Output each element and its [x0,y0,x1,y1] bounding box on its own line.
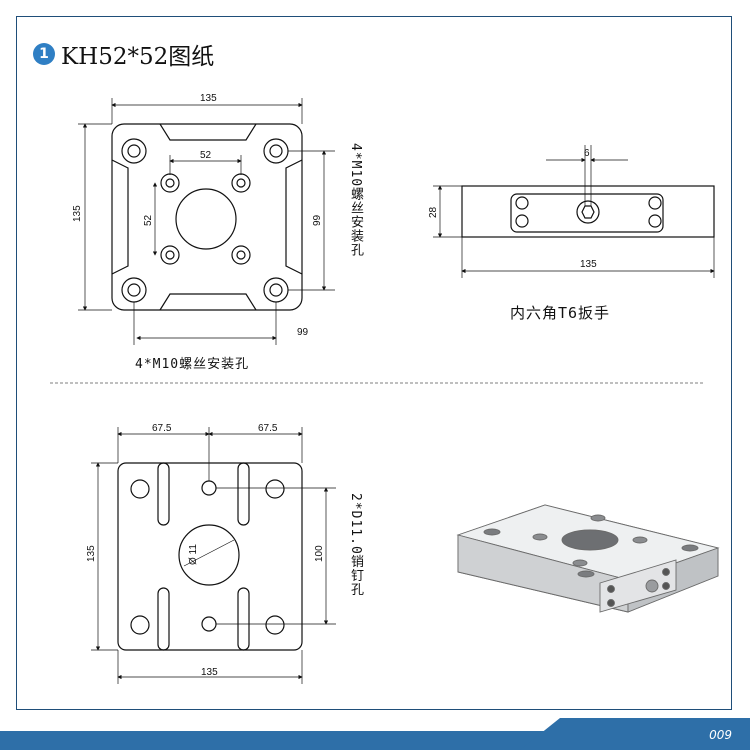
dim-thickness: 28 [428,206,439,218]
dim-inner-vertical: 52 [143,214,154,226]
side-view-plate [461,185,715,238]
dim-width-top: 135 [200,93,217,104]
caption-mount-holes-bottom: 4*M10螺丝安装孔 [135,357,250,372]
side-view-dimensions [433,145,715,278]
section-number-badge: 1 [33,43,55,65]
footer-tab [520,718,750,750]
title-block: 1 KH52*52图纸 [33,37,214,71]
top-view-dimensions [78,98,335,345]
dim-pin-spacing: 100 [314,545,325,562]
dim-height-left: 135 [72,205,83,222]
page-number: 009 [709,728,732,742]
dim-half-left: 67.5 [152,423,172,434]
dim-width-bottom: 135 [201,667,218,678]
drawing-frame [16,16,732,710]
dim-side-width: 135 [580,259,597,270]
bottom-view-dimensions [91,427,336,684]
caption-mount-holes-right: 4*M10螺丝安装孔 [348,143,363,258]
dim-slot-width: 6 [584,148,590,159]
dim-inner-horizontal: 52 [200,150,212,161]
caption-hex-wrench: 内六角T6扳手 [510,304,611,322]
dim-half-right: 67.5 [258,423,278,434]
dim-right-99: 99 [312,214,323,226]
dim-bore-diameter: Ø 11 [188,544,199,565]
dim-height-bottom: 135 [86,545,97,562]
top-view-plate [111,123,303,311]
caption-pin-holes: 2*D11.0销钉孔 [348,493,363,597]
isometric-render [456,504,720,613]
page-title: KH52*52图纸 [61,44,215,70]
bottom-view-plate [117,462,303,651]
dim-bottom-99: 99 [297,327,309,338]
